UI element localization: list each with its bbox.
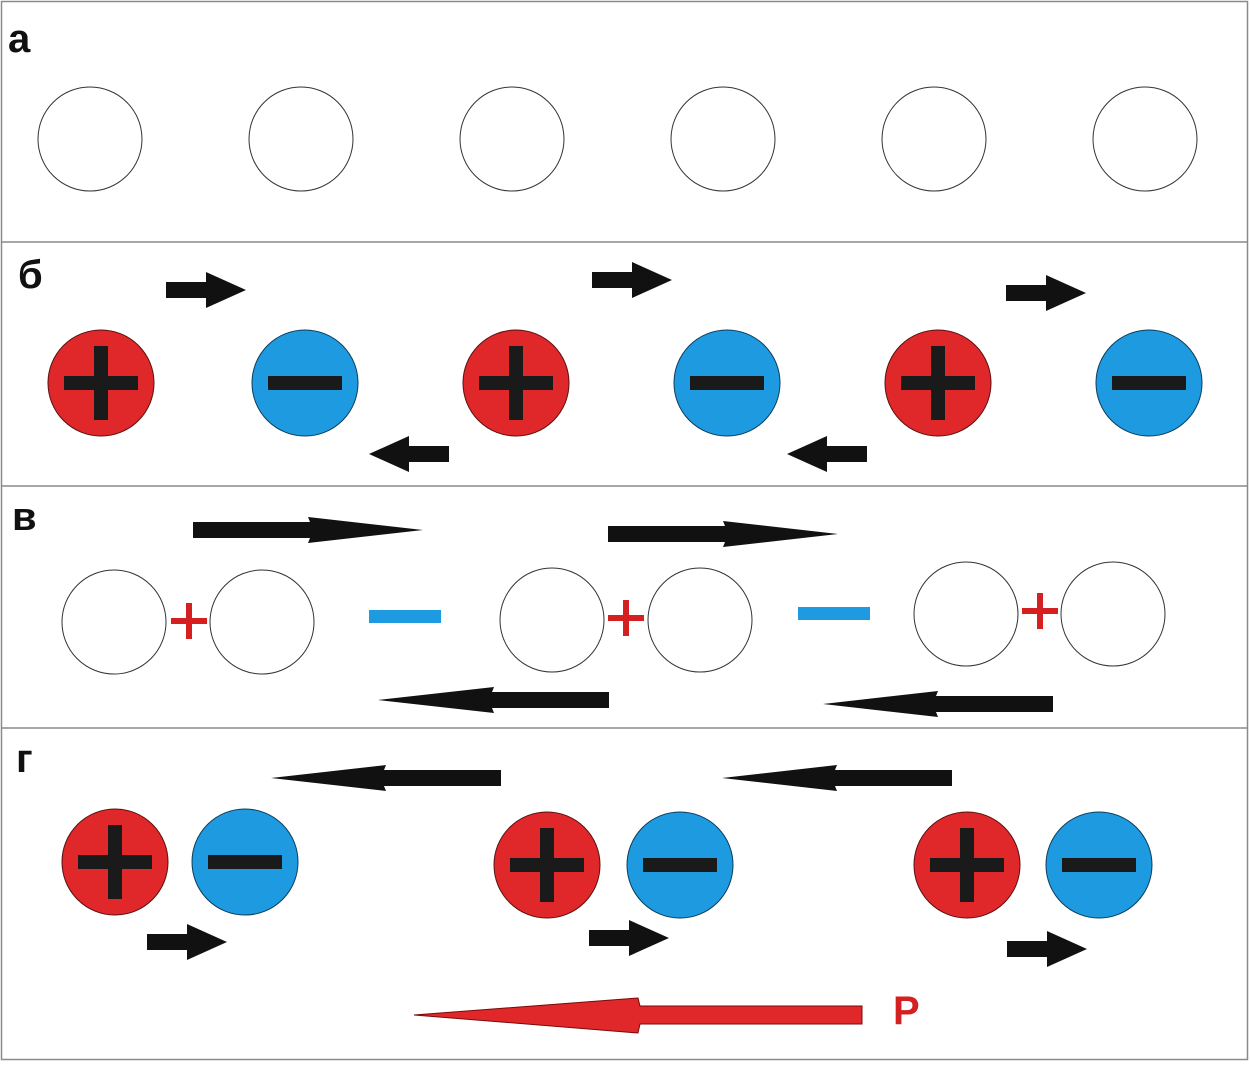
- positive-ion-icon: [462, 329, 570, 437]
- left-arrow-icon: [369, 436, 449, 472]
- panel-g: г: [16, 737, 1153, 1034]
- panel-v: в: [12, 495, 1166, 717]
- right-arrow-icon: [147, 924, 227, 960]
- negative-ion-icon: [191, 808, 299, 916]
- small-minus-icon: [798, 607, 870, 620]
- right-arrow-icon: [592, 262, 672, 298]
- positive-ion-icon: [61, 808, 169, 916]
- right-arrow-icon: [589, 920, 669, 956]
- panel-b-label: б: [18, 253, 43, 297]
- positive-ion-icon: [884, 329, 992, 437]
- long-right-arrow-icon: [608, 521, 838, 547]
- panel-v-label: в: [12, 495, 37, 539]
- negative-ion-icon: [673, 329, 781, 437]
- negative-ion-icon: [1095, 329, 1203, 437]
- panel-g-label: г: [16, 737, 33, 781]
- neutral-atom-icon: [913, 561, 1019, 667]
- panel-a: а: [8, 17, 1198, 192]
- small-plus-icon: [608, 600, 644, 636]
- negative-ion-icon: [1045, 811, 1153, 919]
- panel-b: б: [18, 253, 1203, 472]
- polarization-label: P: [893, 989, 920, 1033]
- right-arrow-icon: [1007, 931, 1087, 967]
- small-plus-icon: [171, 603, 207, 639]
- neutral-atom-icon: [1092, 86, 1198, 192]
- polarization-arrow-icon: [413, 997, 863, 1034]
- negative-ion-icon: [251, 329, 359, 437]
- right-arrow-icon: [1006, 275, 1086, 311]
- long-right-arrow-icon: [193, 517, 423, 543]
- neutral-atom-icon: [670, 86, 776, 192]
- neutral-atom-icon: [209, 569, 315, 675]
- long-left-arrow-icon: [378, 687, 609, 713]
- neutral-atom-icon: [881, 86, 987, 192]
- neutral-atom-icon: [459, 86, 565, 192]
- positive-ion-icon: [913, 811, 1021, 919]
- long-left-arrow-icon: [823, 691, 1053, 717]
- small-minus-icon: [369, 610, 441, 623]
- small-plus-icon: [1022, 593, 1058, 629]
- long-left-arrow-icon: [722, 765, 952, 791]
- negative-ion-icon: [626, 811, 734, 919]
- left-arrow-icon: [787, 436, 867, 472]
- neutral-atom-icon: [647, 567, 753, 673]
- neutral-atom-icon: [1060, 561, 1166, 667]
- neutral-atom-icon: [248, 86, 354, 192]
- positive-ion-icon: [47, 329, 155, 437]
- panel-a-label: а: [8, 17, 31, 61]
- neutral-atom-icon: [499, 567, 605, 673]
- neutral-atom-icon: [61, 569, 167, 675]
- right-arrow-icon: [166, 272, 246, 308]
- positive-ion-icon: [493, 811, 601, 919]
- neutral-atom-icon: [37, 86, 143, 192]
- long-left-arrow-icon: [271, 765, 501, 791]
